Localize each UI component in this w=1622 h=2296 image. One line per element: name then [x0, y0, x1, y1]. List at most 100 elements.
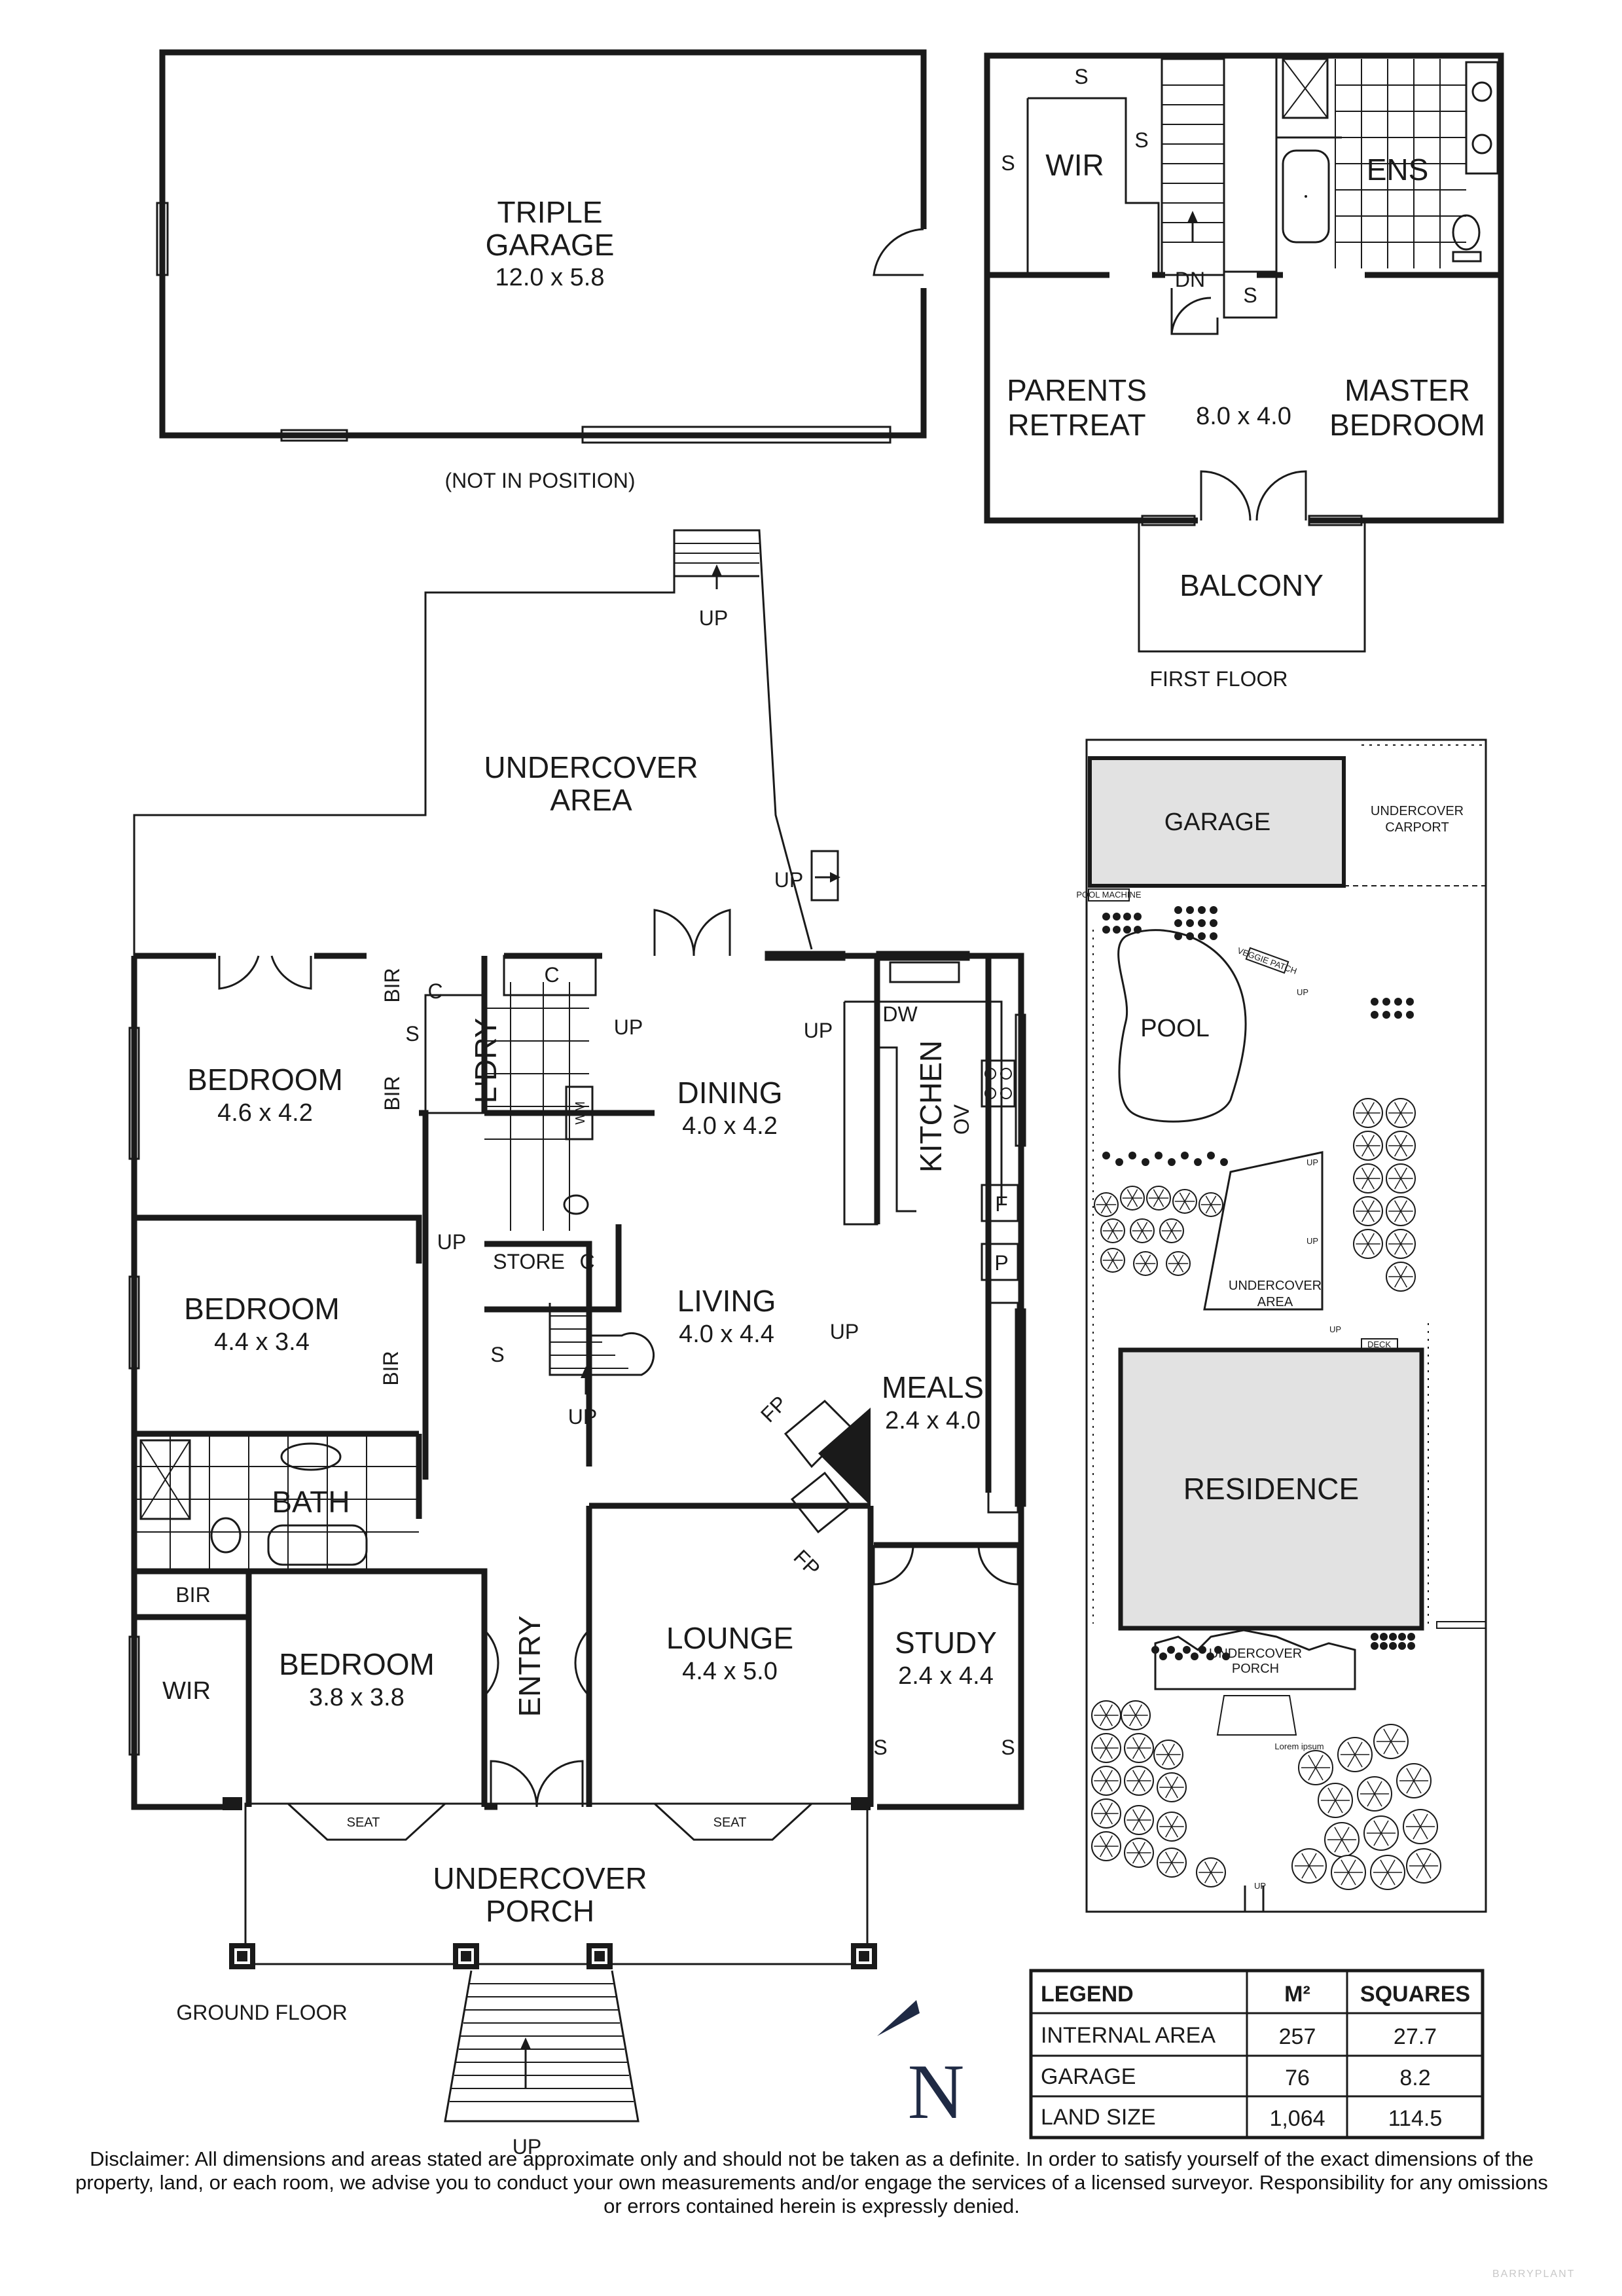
tree-branch	[1204, 1872, 1212, 1884]
tree-branch	[1171, 1230, 1178, 1240]
tree-branch	[1400, 1102, 1407, 1114]
garage-roller-door	[581, 426, 892, 444]
shrub-symbol	[1102, 1152, 1110, 1159]
tree-branch	[1367, 1135, 1375, 1146]
site-residence	[1118, 1347, 1424, 1631]
gf-up-stair: UP	[568, 1405, 597, 1429]
site-deck: DECK	[1367, 1339, 1391, 1349]
gf-lounge-dims: 4.4 x 5.0	[682, 1658, 778, 1685]
tree-branch	[1394, 1102, 1401, 1114]
tree-branch	[1107, 1260, 1113, 1269]
ff-wir: WIR	[1045, 148, 1104, 182]
tree-branch	[1129, 1704, 1136, 1716]
tree-branch	[1327, 1787, 1336, 1801]
tree-branch	[1171, 1787, 1178, 1798]
shrub-symbol	[1128, 1152, 1136, 1159]
shrub-symbol	[1155, 1152, 1162, 1159]
shrub-symbol	[1191, 1652, 1198, 1660]
tree-branch	[1315, 1767, 1324, 1781]
tree-branch	[1335, 1800, 1343, 1813]
tree-branch	[1171, 1862, 1178, 1874]
tree-branch	[1100, 1704, 1107, 1716]
gf-bedroom3: BEDROOM	[279, 1647, 435, 1681]
ff-master-2: BEDROOM	[1329, 408, 1485, 442]
tree-branch	[1166, 1222, 1172, 1231]
tree-branch	[1106, 1195, 1112, 1205]
tree-branch	[1138, 1747, 1145, 1759]
tree-branch	[1106, 1737, 1113, 1749]
tree-branch	[1138, 1780, 1145, 1792]
shrub-symbol	[1206, 1652, 1214, 1660]
tree-branch	[1158, 1197, 1164, 1207]
shrub-symbol	[1142, 1158, 1149, 1166]
tree-branch	[1400, 1243, 1407, 1255]
tree-branch	[1112, 1251, 1119, 1261]
fireplace	[818, 1408, 871, 1506]
area-legend-table: LEGEND M² SQUARES INTERNAL AREA 257 27.7…	[1029, 1969, 1485, 2140]
tree-branch	[1132, 1770, 1140, 1781]
site-up-2: UP	[1307, 1157, 1318, 1167]
shrub-symbol	[1123, 926, 1131, 934]
tree-branch	[1138, 1819, 1145, 1831]
tree-branch	[1400, 1211, 1407, 1222]
site-shrubs	[1102, 906, 1415, 1660]
tree-branch	[1308, 1755, 1316, 1768]
tree-branch	[1107, 1251, 1113, 1261]
gf-up-kitchen: UP	[804, 1019, 833, 1042]
gf-porch-2: PORCH	[486, 1894, 594, 1928]
tree-branch	[1361, 1243, 1369, 1255]
shrub-symbol	[1181, 1152, 1189, 1159]
tree-branch	[1100, 1770, 1107, 1781]
legend-row1-squares: 27.7	[1394, 2024, 1437, 2049]
undercover-area-outline	[133, 529, 813, 956]
tree-branch	[1165, 1787, 1172, 1798]
tree-branch	[1132, 1197, 1138, 1207]
tree-branch	[1348, 1872, 1356, 1886]
tree-branch	[1341, 1859, 1349, 1873]
tree-branch	[1132, 1819, 1140, 1831]
gf-c-3: C	[579, 1250, 594, 1273]
legend-header-legend: LEGEND	[1041, 1982, 1134, 2007]
hall-stair	[549, 1303, 655, 1394]
gf-laundry: L'DRY	[469, 1018, 503, 1104]
tree-branch	[1394, 1145, 1401, 1157]
tree-branch	[1168, 1754, 1175, 1766]
tree-branch	[1204, 1861, 1212, 1873]
tree-branch	[1210, 1204, 1217, 1214]
tree-branch	[1406, 1780, 1415, 1794]
gf-bath: BATH	[272, 1485, 350, 1519]
site-up-1: UP	[1297, 987, 1308, 997]
tree-branch	[1106, 1704, 1113, 1716]
shrub-symbol	[1186, 919, 1194, 927]
tree-branch	[1347, 1741, 1356, 1755]
front-steps	[444, 1970, 640, 2123]
tree-branch	[1406, 1768, 1415, 1781]
site-undercover-1: UNDERCOVER	[1229, 1279, 1322, 1293]
ff-wir-shelf-top: S	[1074, 65, 1088, 88]
tree-branch	[1367, 1200, 1375, 1212]
tree-branch	[1136, 1222, 1143, 1231]
tree-branch	[1165, 1851, 1172, 1863]
tree-branch	[1142, 1222, 1148, 1231]
site-plan: GARAGE UNDERCOVER CARPORT POOL POOL MACH…	[1076, 738, 1487, 1913]
site-up-4: UP	[1329, 1324, 1341, 1334]
tree-branch	[1367, 1102, 1375, 1114]
tree-branch	[1367, 1178, 1375, 1190]
site-garage	[1088, 756, 1346, 888]
tree-branch	[1106, 1846, 1113, 1857]
tree-branch	[1373, 1820, 1382, 1834]
shrub-symbol	[1174, 919, 1182, 927]
garage-door-swing	[873, 228, 924, 276]
tree-branch	[1394, 1135, 1401, 1146]
tree-branch	[1394, 1200, 1401, 1212]
bath-tub	[267, 1524, 368, 1566]
balcony-door-left	[1200, 470, 1252, 521]
ff-caption: FIRST FLOOR	[1150, 667, 1288, 691]
shrub-symbol	[1151, 1646, 1159, 1654]
tree-branch	[1106, 1780, 1113, 1792]
tree-branch	[1374, 1793, 1382, 1807]
shrub-symbol	[1220, 1158, 1228, 1166]
tree-branch	[1308, 1767, 1316, 1781]
ff-s-box: S	[1243, 283, 1257, 307]
north-compass: N	[877, 2000, 964, 2135]
